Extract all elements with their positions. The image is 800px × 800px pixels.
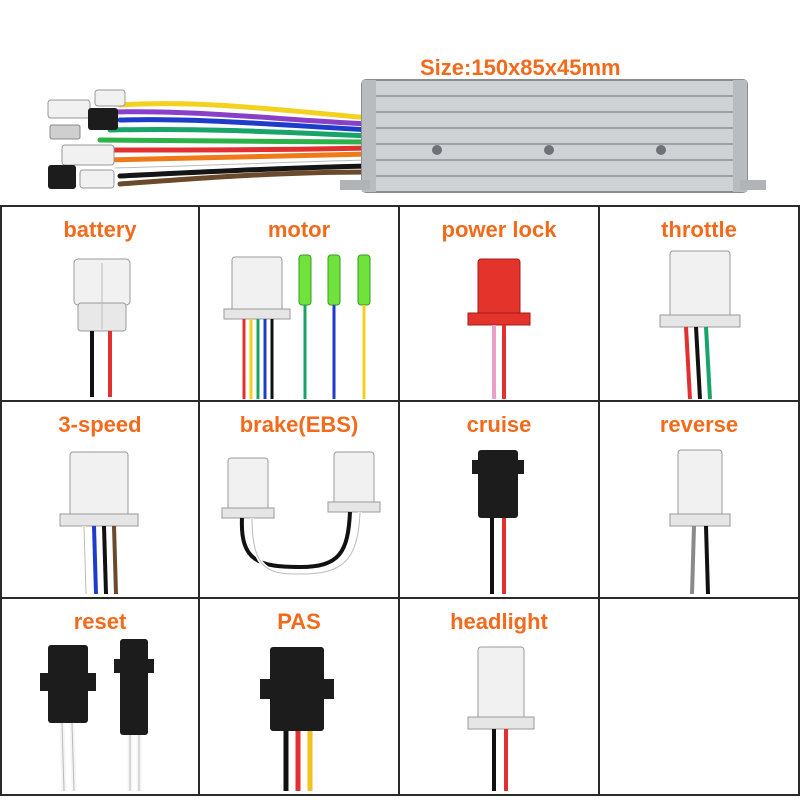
cell-reset: reset [0,599,200,796]
controller-box [340,79,766,193]
controller-illustration [47,79,766,193]
cell-empty [600,599,800,796]
brake-connector [221,451,381,577]
power-lock-connector [467,258,531,399]
cell-cruise: cruise [400,402,600,599]
cell-label: cruise [466,412,532,437]
cell-label: brake(EBS) [239,412,359,437]
headlight-connector [467,646,535,791]
cell-label: battery [63,217,137,242]
cell-reverse: reverse [600,402,800,599]
cruise-connector [472,450,524,594]
cell-label: headlight [450,609,548,634]
cell-headlight: headlight [400,599,600,796]
cell-motor: motor [200,205,400,402]
cell-battery: battery [0,205,200,402]
3-speed-connector [59,451,139,595]
left-connectors [47,89,126,189]
wire-bundle [97,101,373,187]
cell-label: reset [73,609,127,634]
cell-label: power lock [441,217,557,242]
cell-3-speed: 3-speed [0,402,200,599]
pas-connector [260,647,334,791]
reset-connector [40,639,154,792]
throttle-connector [659,250,741,400]
cell-throttle: throttle [600,205,800,402]
cell-brake: brake(EBS) [200,402,400,599]
cell-label: reverse [659,412,739,437]
cell-pas: PAS [200,599,400,796]
reverse-connector [669,449,731,595]
connector-grid: battery motor [0,205,800,800]
controller-header: Size:150x85x45mm [0,0,800,205]
cell-power-lock: power lock [400,205,600,402]
cell-label: throttle [661,217,737,242]
cell-label: PAS [277,609,321,634]
battery-connector [73,258,131,397]
motor-connector [223,254,371,399]
cell-label: motor [267,217,331,242]
size-label: Size:150x85x45mm [420,55,621,80]
cell-label: 3-speed [58,412,142,437]
